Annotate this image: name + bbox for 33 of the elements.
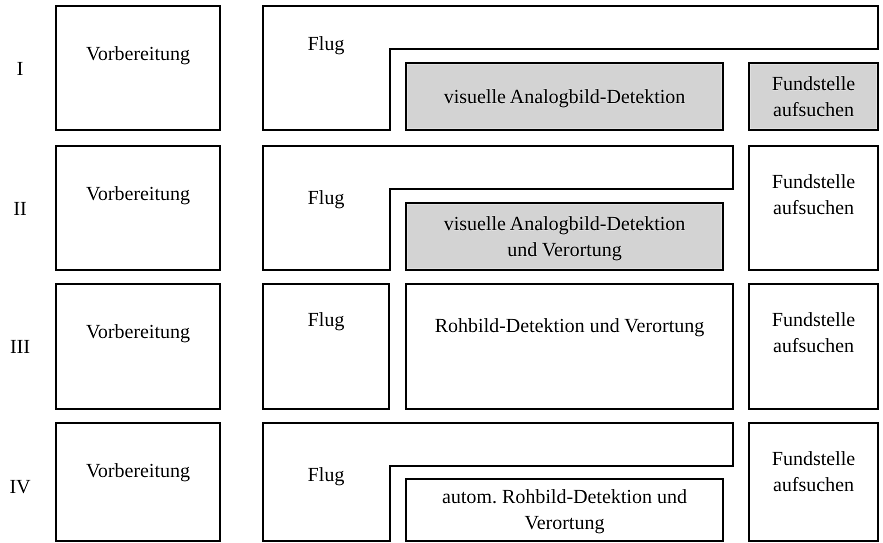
box-label: Rohbild-Detektion und Verortung — [434, 314, 704, 339]
row-number: III — [9, 336, 31, 359]
box-label: Flug — [306, 187, 346, 210]
box-label: Vorbereitung — [86, 459, 190, 484]
box-label: Vorbereitung — [86, 42, 190, 67]
box-label: Fundstelle aufsuchen — [770, 170, 856, 221]
box-label: Flug — [308, 308, 344, 333]
box-label: autom. Rohbild-Detektion und Verortung — [441, 485, 688, 536]
process-box — [748, 422, 879, 542]
process-box — [405, 283, 734, 410]
box-label: Fundstelle aufsuchen — [770, 447, 856, 498]
process-box — [55, 283, 221, 410]
process-box — [748, 283, 879, 410]
box-label: Flug — [306, 33, 346, 56]
box-label: Fundstelle aufsuchen — [770, 72, 856, 122]
process-box — [405, 478, 724, 542]
box-label: Flug — [306, 464, 346, 487]
highlighted-box — [405, 202, 724, 271]
box-label: Vorbereitung — [86, 182, 190, 207]
process-box — [262, 283, 390, 410]
row-number: IV — [8, 476, 32, 499]
process-box — [748, 145, 879, 271]
box-label: visuelle Analogbild-Detektion — [444, 84, 686, 110]
highlighted-box — [405, 62, 724, 131]
process-box — [55, 5, 221, 131]
highlighted-box — [748, 62, 879, 131]
row-number: II — [12, 198, 28, 221]
box-label: Fundstelle aufsuchen — [770, 308, 856, 359]
box-label: Vorbereitung — [86, 320, 190, 345]
row-number: I — [16, 58, 24, 81]
process-box — [55, 145, 221, 271]
box-label: visuelle Analogbild-Detektion und Verortung — [442, 212, 686, 262]
process-box — [55, 422, 221, 542]
